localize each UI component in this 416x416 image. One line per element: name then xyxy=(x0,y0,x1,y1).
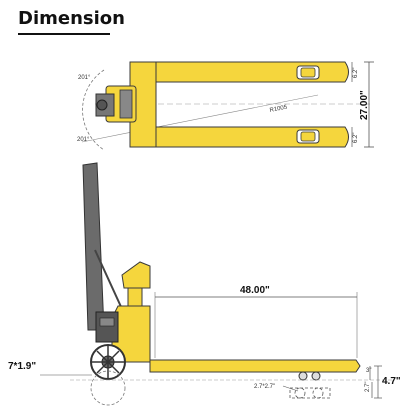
top-fork-upper xyxy=(155,61,349,83)
roller-size-leader xyxy=(282,385,299,392)
pump-detail xyxy=(99,317,115,327)
top-roller-upper-inner xyxy=(300,67,316,78)
steering-arc xyxy=(82,69,105,151)
side-fork xyxy=(149,359,361,373)
roller-size-label: 2.7*2.7" xyxy=(254,384,275,390)
handle-bar xyxy=(82,162,105,331)
roller-height-label: 2.7" xyxy=(365,382,371,392)
side-view: 48.00" 7*1.9" 2.7*2.7" 3" 2.7" 4.7" xyxy=(8,162,401,406)
lowered-height-label: 4.7" xyxy=(382,376,401,387)
angle-top-label: 201° xyxy=(78,75,91,81)
load-roller-assembly xyxy=(289,387,331,399)
title-underline xyxy=(18,33,110,35)
lift-height-label: 3" xyxy=(366,368,371,374)
top-pump-detail xyxy=(119,89,133,119)
top-fork-lower xyxy=(155,126,349,148)
angle-bottom-label: 201° xyxy=(77,137,90,143)
top-steer-wheel xyxy=(96,99,108,111)
scale-head xyxy=(121,261,151,289)
load-roller-1 xyxy=(298,371,308,381)
top-roller-lower-inner xyxy=(300,131,316,142)
fork-length-label: 48.00" xyxy=(240,285,270,296)
scale-column xyxy=(127,287,143,307)
overall-width-label: 27.00" xyxy=(359,90,370,120)
diagonal-label: R1005 xyxy=(269,105,288,114)
load-roller-2 xyxy=(311,371,321,381)
fork-width-top-label: 6.2" xyxy=(353,68,359,78)
wheel-size-label: 7*1.9" xyxy=(8,361,36,372)
diagonal-line xyxy=(81,94,319,143)
steer-wheel-lowered xyxy=(90,370,126,406)
steer-wheel-spokes xyxy=(92,346,124,378)
fork-width-bottom-label: 6.2" xyxy=(353,133,359,143)
top-view: 201° 201° R1005 27.00" 6.2" 6.2" xyxy=(77,61,374,151)
page-title: Dimension xyxy=(18,8,125,29)
pump-cylinder xyxy=(95,311,119,343)
